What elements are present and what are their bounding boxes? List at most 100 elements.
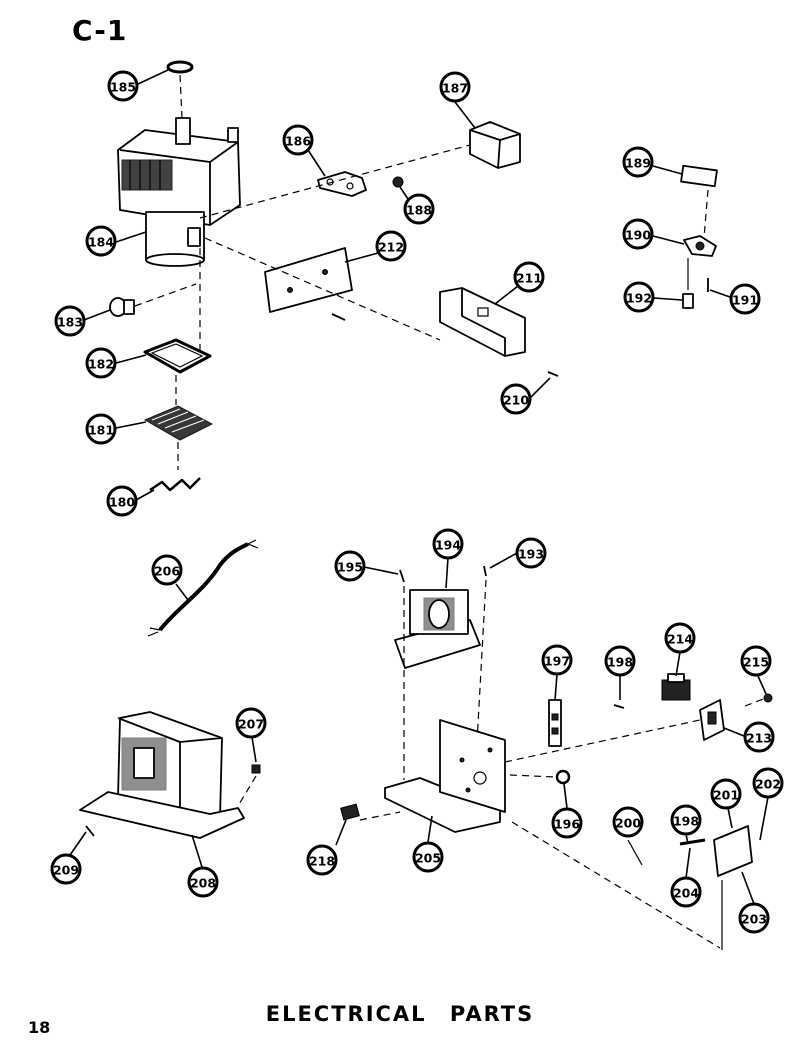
callout-label: 212 [378, 240, 404, 255]
callout-207: 207 [235, 707, 267, 739]
callout-197: 197 [541, 644, 573, 676]
screw-part [483, 565, 487, 577]
callout-193: 193 [515, 537, 547, 569]
callout-215: 215 [740, 645, 772, 677]
callout-200: 200 [612, 806, 644, 838]
callout-187: 187 [439, 71, 471, 103]
callout-208: 208 [187, 866, 219, 898]
callout-label: 193 [518, 547, 544, 562]
callout-198: 198 [604, 645, 636, 677]
callout-183: 183 [54, 305, 86, 337]
callout-181: 181 [85, 413, 117, 445]
callout-label: 200 [615, 816, 641, 831]
mesh-part [143, 405, 214, 441]
screw-part [85, 825, 95, 837]
clip-part [682, 293, 694, 309]
page-title: C-1 [72, 14, 128, 47]
wire-harness-part [158, 542, 249, 632]
callout-label: 203 [741, 912, 767, 927]
callout-203: 203 [738, 902, 770, 934]
callout-188: 188 [403, 193, 435, 225]
callout-label: 186 [285, 134, 311, 149]
callout-label: 198 [607, 655, 633, 670]
diagram-caption: ELECTRICAL PARTS [265, 1002, 535, 1026]
gasket-part [143, 338, 212, 374]
callout-label: 187 [442, 81, 468, 96]
callout-label: 197 [544, 654, 570, 669]
callout-182: 182 [85, 347, 117, 379]
screw-part [613, 704, 625, 709]
small-transformer-part [394, 589, 481, 669]
callout-189: 189 [622, 146, 654, 178]
rocker-switch-part [661, 673, 691, 701]
callout-label: 208 [190, 876, 216, 891]
callout-198-lower: 198 [670, 804, 702, 836]
callout-label: 196 [554, 817, 580, 832]
screw-part [331, 313, 346, 321]
gasket-ring-part [166, 60, 194, 74]
callout-186: 186 [282, 124, 314, 156]
label-plate-part [680, 164, 718, 188]
screw-part [399, 569, 405, 583]
callout-label: 214 [667, 632, 693, 647]
callout-label: 183 [57, 315, 83, 330]
callout-195: 195 [334, 550, 366, 582]
cover-part [469, 121, 521, 169]
screw-part [763, 693, 773, 703]
insulator-plate-part [264, 247, 353, 313]
callout-label: 213 [746, 731, 772, 746]
callout-label: 211 [516, 271, 542, 286]
callout-label: 190 [625, 228, 651, 243]
callout-214: 214 [664, 622, 696, 654]
callout-label: 198 [673, 814, 699, 829]
nut-part [555, 769, 571, 785]
callout-184: 184 [85, 225, 117, 257]
screw-part [392, 176, 404, 188]
callout-211: 211 [513, 261, 545, 293]
screw-part [547, 371, 559, 377]
callout-209: 209 [50, 853, 82, 885]
spring-clip-part [149, 477, 201, 492]
thermostat-part [683, 235, 717, 257]
nut-part [251, 764, 261, 774]
thermal-bracket-part [317, 171, 367, 197]
callout-label: 184 [88, 235, 114, 250]
callout-label: 206 [154, 564, 180, 579]
magnetron-part [117, 117, 241, 267]
callout-label: 202 [755, 777, 781, 792]
callout-194: 194 [432, 528, 464, 560]
chassis-bracket-part [384, 719, 506, 833]
callout-218: 218 [306, 844, 338, 876]
circuit-board-part [713, 825, 753, 877]
callout-label: 180 [109, 495, 135, 510]
callout-205: 205 [412, 841, 444, 873]
callout-label: 185 [110, 80, 136, 95]
switch-bracket-part [548, 699, 562, 747]
callout-213: 213 [743, 721, 775, 753]
callout-label: 182 [88, 357, 114, 372]
callout-label: 191 [732, 293, 758, 308]
callout-label: 192 [626, 291, 652, 306]
filter-part [109, 297, 135, 317]
callout-label: 218 [309, 854, 335, 869]
switch-holder-part [699, 699, 725, 741]
callout-201: 201 [710, 778, 742, 810]
callout-190: 190 [622, 218, 654, 250]
callout-210: 210 [500, 383, 532, 415]
callout-label: 194 [435, 538, 461, 553]
callout-180: 180 [106, 485, 138, 517]
callout-191: 191 [729, 283, 761, 315]
callout-label: 181 [88, 423, 114, 438]
callout-192: 192 [623, 281, 655, 313]
callout-label: 207 [238, 717, 264, 732]
callout-204: 204 [670, 876, 702, 908]
callout-label: 209 [53, 863, 79, 878]
callout-212: 212 [375, 230, 407, 262]
fuse-holder-part [340, 803, 360, 821]
callout-202: 202 [752, 767, 784, 799]
callout-label: 215 [743, 655, 769, 670]
callout-label: 188 [406, 203, 432, 218]
callout-185: 185 [107, 70, 139, 102]
callout-196: 196 [551, 807, 583, 839]
callout-label: 189 [625, 156, 651, 171]
